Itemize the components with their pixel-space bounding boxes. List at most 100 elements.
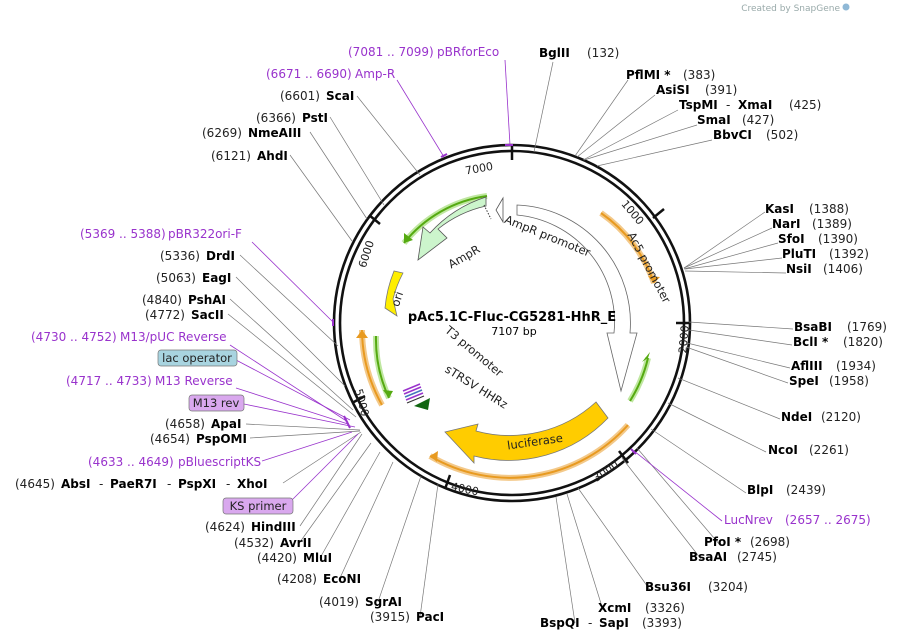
enzyme-econi[interactable]: (4208) EcoNI xyxy=(277,572,361,586)
enzyme-nmeaiii[interactable]: (6269) NmeAIII xyxy=(202,126,301,140)
svg-text:(6366): (6366) xyxy=(256,111,296,125)
svg-text:BglII: BglII xyxy=(539,46,570,60)
enzyme-pflmi[interactable]: PflMI * (383) xyxy=(626,68,715,82)
enzyme-pspomi[interactable]: (4654) PspOMI xyxy=(150,432,247,446)
svg-text:(3204): (3204) xyxy=(708,580,748,594)
primer-connectors xyxy=(229,59,723,522)
primer-amp-r[interactable]: (6671 .. 6690) Amp-R xyxy=(266,67,395,81)
svg-text:HindIII: HindIII xyxy=(251,520,296,534)
svg-text:XhoI: XhoI xyxy=(237,477,268,491)
enzyme-smai[interactable]: SmaI (427) xyxy=(697,113,774,127)
svg-text:(1389): (1389) xyxy=(812,217,852,231)
enzyme-absi-paer7i-pspxi-xhoi[interactable]: (4645) AbsI - PaeR7I - PspXI - XhoI xyxy=(15,477,268,491)
ks-primer-box[interactable]: KS primer xyxy=(222,497,294,515)
svg-text:NdeI: NdeI xyxy=(781,410,812,424)
svg-text:(1406): (1406) xyxy=(823,262,863,276)
enzyme-bsu36i[interactable]: Bsu36I (3204) xyxy=(645,580,748,594)
svg-text:(4772): (4772) xyxy=(145,308,185,322)
enzyme-bsabi[interactable]: BsaBI (1769) xyxy=(794,320,887,334)
enzyme-apai[interactable]: (4658) ApaI xyxy=(165,417,241,431)
enzyme-bcli[interactable]: BclI * (1820) xyxy=(793,335,883,349)
svg-text:(5336): (5336) xyxy=(160,249,200,263)
primer-m13-reverse[interactable]: (4717 .. 4733) M13 Reverse xyxy=(66,374,233,388)
svg-text:(4633 .. 4649): (4633 .. 4649) xyxy=(88,455,174,469)
svg-text:(2745): (2745) xyxy=(737,550,777,564)
enzyme-pfoi[interactable]: PfoI * (2698) xyxy=(704,535,790,549)
enzyme-ndei[interactable]: NdeI (2120) xyxy=(781,410,861,424)
svg-text:Bsu36I: Bsu36I xyxy=(645,580,691,594)
ampr-promoter-arrow xyxy=(495,196,504,224)
svg-text:(2657 .. 2675): (2657 .. 2675) xyxy=(785,513,871,527)
svg-text:SpeI: SpeI xyxy=(789,374,819,388)
svg-text:PfoI *: PfoI * xyxy=(704,535,742,549)
primer-pbrforeco[interactable]: (7081 .. 7099) pBRforEco xyxy=(348,45,499,59)
svg-text:ApaI: ApaI xyxy=(211,417,241,431)
enzyme-asisi[interactable]: AsiSI (391) xyxy=(656,83,737,97)
ori-label: ori xyxy=(388,290,406,309)
enzyme-eagi[interactable]: (5063) EagI xyxy=(156,271,231,285)
svg-text:(502): (502) xyxy=(766,128,798,142)
svg-text:NmeAIII: NmeAIII xyxy=(248,126,301,140)
enzyme-ncoi[interactable]: NcoI (2261) xyxy=(768,443,849,457)
enzyme-kasi[interactable]: KasI (1388) xyxy=(765,202,849,216)
svg-text:AsiSI: AsiSI xyxy=(656,83,690,97)
enzyme-blpi[interactable]: BlpI (2439) xyxy=(747,483,826,497)
svg-text:SacII: SacII xyxy=(191,308,224,322)
enzyme-paci[interactable]: (3915) PacI xyxy=(370,610,444,624)
enzyme-drdi[interactable]: (5336) DrdI xyxy=(160,249,235,263)
svg-text:SapI: SapI xyxy=(599,616,629,630)
svg-text:TspMI: TspMI xyxy=(679,98,718,112)
enzyme-pshai[interactable]: (4840) PshAI xyxy=(142,293,226,307)
primer-pbr322ori-f[interactable]: (5369 .. 5388) pBR322ori-F xyxy=(80,227,242,241)
svg-text:PaeR7I: PaeR7I xyxy=(110,477,157,491)
svg-text:BsaBI: BsaBI xyxy=(794,320,832,334)
enzyme-bglii[interactable]: BglII (132) xyxy=(539,46,619,60)
svg-text:(2120): (2120) xyxy=(821,410,861,424)
enzyme-pluti[interactable]: PluTI (1392) xyxy=(782,247,869,261)
enzyme-bspqi-sapi[interactable]: BspQI - SapI (3393) xyxy=(540,616,682,630)
enzyme-ahdi[interactable]: (6121) AhdI xyxy=(211,149,288,163)
ampr-feature xyxy=(417,196,487,261)
enzyme-spei[interactable]: SpeI (1958) xyxy=(789,374,869,388)
plasmid-length: 7107 bp xyxy=(491,325,536,338)
ampr-label: AmpR xyxy=(446,242,483,271)
enzyme-mlui[interactable]: (4420) MluI xyxy=(257,551,332,565)
enzyme-nari[interactable]: NarI (1389) xyxy=(772,217,852,231)
tick-2000: 2000 xyxy=(676,325,691,354)
svg-text:PflMI *: PflMI * xyxy=(626,68,671,82)
svg-text:(3915): (3915) xyxy=(370,610,410,624)
svg-text:(132): (132) xyxy=(587,46,619,60)
enzyme-scai[interactable]: (6601) ScaI xyxy=(280,89,354,103)
svg-text:BlpI: BlpI xyxy=(747,483,773,497)
enzyme-bbvci[interactable]: BbvCI (502) xyxy=(713,128,798,142)
svg-text:(4654): (4654) xyxy=(150,432,190,446)
svg-text:(383): (383) xyxy=(683,68,715,82)
ampr-dots xyxy=(483,204,492,220)
green-arrowheads xyxy=(383,233,650,398)
enzyme-psti[interactable]: (6366) PstI xyxy=(256,111,328,125)
enzyme-sfoi[interactable]: SfoI (1390) xyxy=(778,232,858,246)
enzyme-sgrai[interactable]: (4019) SgrAI xyxy=(319,595,402,609)
primer-pbluescriptks[interactable]: (4633 .. 4649) pBluescriptKS xyxy=(88,455,261,469)
svg-text:pBR322ori-F: pBR322ori-F xyxy=(168,227,242,241)
enzyme-sacii[interactable]: (4772) SacII xyxy=(145,308,224,322)
enzyme-bsaai[interactable]: BsaAI (2745) xyxy=(689,550,777,564)
enzyme-afliii[interactable]: AflIII (1934) xyxy=(791,359,876,373)
enzyme-avrii[interactable]: (4532) AvrII xyxy=(234,536,312,550)
svg-text:(391): (391) xyxy=(705,83,737,97)
enzyme-tspmi-xmai[interactable]: TspMI - XmaI (425) xyxy=(679,98,821,112)
m13-rev-box[interactable]: M13 rev xyxy=(188,394,245,412)
enzyme-hindiii[interactable]: (4624) HindIII xyxy=(205,520,296,534)
svg-text:(3326): (3326) xyxy=(645,601,685,615)
enzyme-nsii[interactable]: NsiI (1406) xyxy=(786,262,863,276)
primer-lucnrev[interactable]: LucNrev (2657 .. 2675) xyxy=(724,513,871,527)
svg-text:(4730 .. 4752): (4730 .. 4752) xyxy=(31,330,117,344)
lac-operator-box[interactable]: lac operator xyxy=(157,349,238,367)
enzyme-xcmi[interactable]: XcmI (3326) xyxy=(598,601,685,615)
svg-text:(5063): (5063) xyxy=(156,271,196,285)
svg-text:BbvCI: BbvCI xyxy=(713,128,752,142)
mini-features xyxy=(402,383,430,410)
primer-m13-puc-reverse[interactable]: (4730 .. 4752) M13/pUC Reverse xyxy=(31,330,227,344)
major-ticks xyxy=(351,145,690,490)
